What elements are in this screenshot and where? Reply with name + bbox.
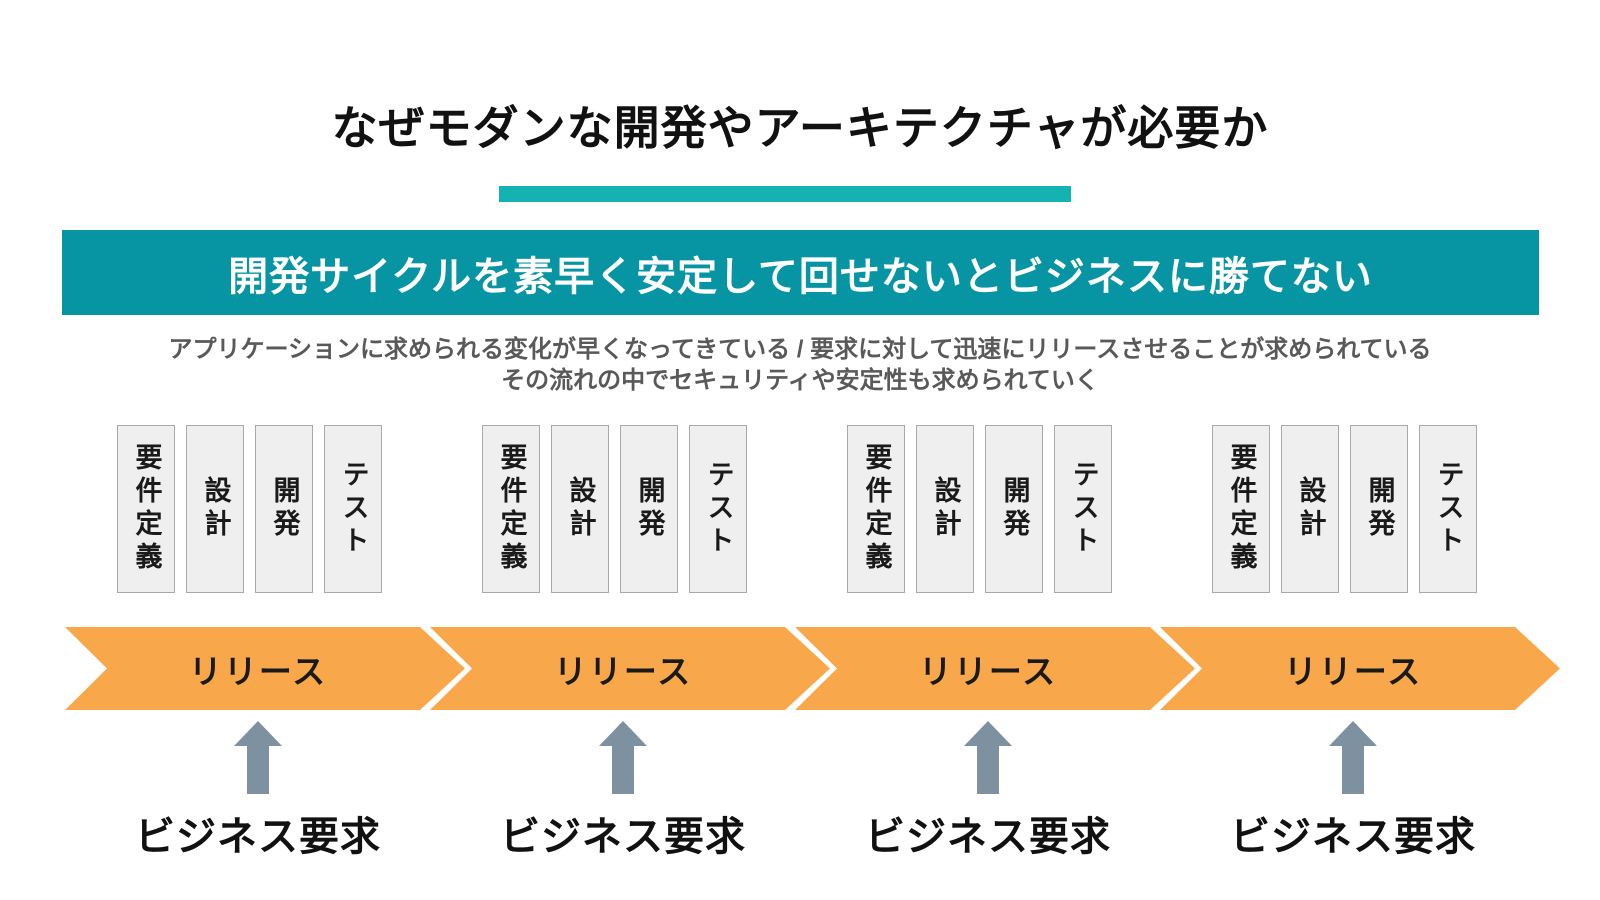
phase-label: 設計 bbox=[1295, 476, 1326, 542]
phase-label: 設計 bbox=[200, 476, 231, 542]
phase-row-4: 要件定義 設計 開発 テスト bbox=[1212, 425, 1477, 593]
phase-label: 開発 bbox=[269, 476, 300, 542]
phase-box: 開発 bbox=[1350, 425, 1408, 593]
business-requirement-label: ビジネス要求 bbox=[135, 815, 381, 859]
phase-label: 設計 bbox=[930, 476, 961, 542]
phase-label: 要件定義 bbox=[861, 443, 892, 575]
phase-box: 要件定義 bbox=[1212, 425, 1270, 593]
phase-row-2: 要件定義 設計 開発 テスト bbox=[482, 425, 747, 593]
business-requirement-label: ビジネス要求 bbox=[500, 815, 746, 859]
phase-box: 開発 bbox=[620, 425, 678, 593]
phase-box: テスト bbox=[689, 425, 747, 593]
phase-label: 設計 bbox=[565, 476, 596, 542]
up-arrow-shape bbox=[964, 721, 1012, 794]
subtitle: アプリケーションに求められる変化が早くなってきている / 要求に対して迅速にリリ… bbox=[0, 334, 1600, 396]
phase-label: テスト bbox=[338, 459, 369, 559]
release-arrow-shape bbox=[1160, 627, 1560, 710]
phase-row-3: 要件定義 設計 開発 テスト bbox=[847, 425, 1112, 593]
up-arrow-shape bbox=[599, 721, 647, 794]
business-requirement-label: ビジネス要求 bbox=[1230, 815, 1476, 859]
up-arrow-icon bbox=[234, 721, 282, 794]
phase-label: テスト bbox=[1068, 459, 1099, 559]
phase-label: 開発 bbox=[1364, 476, 1395, 542]
phase-label: 要件定義 bbox=[496, 443, 527, 575]
release-ribbon bbox=[65, 627, 1560, 710]
phase-label: 開発 bbox=[999, 476, 1030, 542]
page-title: なぜモダンな開発やアーキテクチャが必要か bbox=[331, 102, 1269, 154]
up-arrow-icon bbox=[599, 721, 647, 794]
title-underline bbox=[499, 186, 1071, 202]
phase-box: 開発 bbox=[255, 425, 313, 593]
release-arrow-shape bbox=[795, 627, 1195, 710]
phase-box: テスト bbox=[324, 425, 382, 593]
phase-box: 要件定義 bbox=[482, 425, 540, 593]
up-arrow-shape bbox=[1329, 721, 1377, 794]
phase-box: 要件定義 bbox=[847, 425, 905, 593]
business-requirement-label: ビジネス要求 bbox=[865, 815, 1111, 859]
phase-label: 要件定義 bbox=[131, 443, 162, 575]
release-label: リリース bbox=[918, 652, 1058, 690]
phase-box: 設計 bbox=[916, 425, 974, 593]
phase-label: テスト bbox=[703, 459, 734, 559]
phase-box: テスト bbox=[1054, 425, 1112, 593]
phase-box: 設計 bbox=[551, 425, 609, 593]
phase-box: テスト bbox=[1419, 425, 1477, 593]
up-arrow-shape bbox=[234, 721, 282, 794]
subtitle-line-1: アプリケーションに求められる変化が早くなってきている / 要求に対して迅速にリリ… bbox=[168, 336, 1432, 363]
phase-box: 開発 bbox=[985, 425, 1043, 593]
phase-box: 設計 bbox=[186, 425, 244, 593]
subtitle-line-2: その流れの中でセキュリティや安定性も求められていく bbox=[501, 367, 1099, 394]
up-arrow-icon bbox=[1329, 721, 1377, 794]
release-label: リリース bbox=[1283, 652, 1423, 690]
key-message-banner: 開発サイクルを素早く安定して回せないとビジネスに勝てない bbox=[62, 230, 1539, 315]
phase-box: 設計 bbox=[1281, 425, 1339, 593]
phase-row-1: 要件定義 設計 開発 テスト bbox=[117, 425, 382, 593]
release-arrow-shape bbox=[65, 627, 465, 710]
phase-label: テスト bbox=[1433, 459, 1464, 559]
release-label: リリース bbox=[553, 652, 693, 690]
key-message-text: 開発サイクルを素早く安定して回せないとビジネスに勝てない bbox=[228, 254, 1373, 299]
phase-label: 要件定義 bbox=[1226, 443, 1257, 575]
release-arrow-shape bbox=[430, 627, 830, 710]
phase-label: 開発 bbox=[634, 476, 665, 542]
release-label: リリース bbox=[188, 652, 328, 690]
phase-box: 要件定義 bbox=[117, 425, 175, 593]
up-arrow-icon bbox=[964, 721, 1012, 794]
